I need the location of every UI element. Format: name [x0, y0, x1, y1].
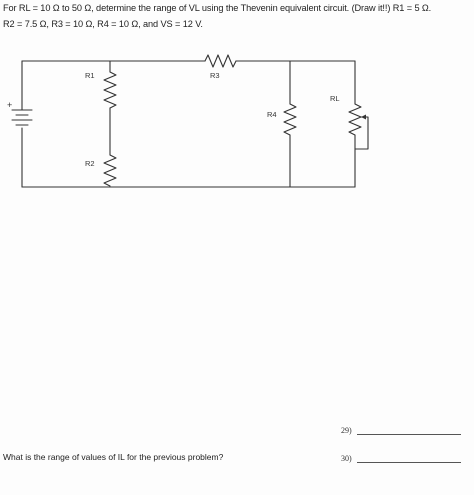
r4-resistor	[283, 103, 297, 136]
rl-resistor	[348, 103, 362, 136]
problem-statement-line-2: R2 = 7.5 Ω, R3 = 10 Ω, R4 = 10 Ω, and VS…	[3, 19, 203, 29]
answer-number-29: 29)	[341, 426, 352, 435]
source-plus-sign: +	[7, 100, 13, 110]
rl-label: RL	[330, 94, 340, 103]
problem-statement-line-1: For RL = 10 Ω to 50 Ω, determine the ran…	[3, 3, 432, 13]
r3-resistor	[204, 54, 237, 68]
r2-label: R2	[85, 159, 95, 168]
rl-wiper-arrow	[361, 114, 366, 120]
question-text: What is the range of values of IL for th…	[3, 452, 224, 462]
r2-resistor	[103, 154, 117, 187]
r4-label: R4	[267, 110, 277, 119]
r1-label: R1	[85, 71, 95, 80]
answer-line-29[interactable]	[357, 434, 461, 435]
answer-line-30[interactable]	[357, 462, 461, 463]
r3-label: R3	[210, 71, 220, 80]
answer-number-30: 30)	[341, 454, 352, 463]
rl-wiper-wire	[354, 116, 369, 150]
r1-resistor	[103, 71, 117, 109]
